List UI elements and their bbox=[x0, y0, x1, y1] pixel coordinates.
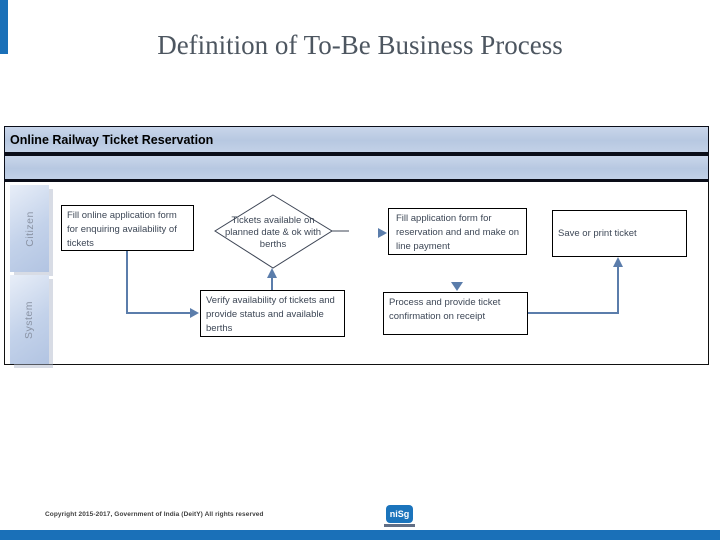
node-verify-availability: Verify availability of tickets and provi… bbox=[200, 290, 345, 337]
accent-bar bbox=[0, 0, 8, 54]
lane-system: System bbox=[10, 275, 49, 364]
page-title: Definition of To-Be Business Process bbox=[157, 30, 563, 60]
lane-citizen: Citizen bbox=[10, 185, 49, 272]
collapsed-lane-bar bbox=[4, 153, 709, 182]
node-fill-reservation: Fill application form for reservation an… bbox=[388, 208, 527, 255]
lane-citizen-label: Citizen bbox=[23, 210, 36, 247]
diagram-header-label: Online Railway Ticket Reservation bbox=[10, 132, 214, 147]
node-process-confirmation: Process and provide ticket confirmation … bbox=[383, 292, 528, 335]
bottom-accent-bar bbox=[0, 530, 720, 540]
nisg-logo: niSg bbox=[386, 505, 413, 523]
nisg-logo-text: niSg bbox=[389, 509, 410, 519]
diagram-header-bar: Online Railway Ticket Reservation bbox=[4, 126, 709, 153]
footer-copyright: Copyright 2015-2017, Government of India… bbox=[45, 511, 264, 518]
node-fill-enquiry: Fill online application form for enquiri… bbox=[61, 205, 194, 251]
logo-tagline-bar bbox=[384, 524, 415, 527]
lane-system-label: System bbox=[23, 300, 36, 339]
node-tickets-available-decision: Tickets available on planned date & ok w… bbox=[224, 215, 322, 250]
node-save-print-ticket: Save or print ticket bbox=[552, 210, 687, 257]
